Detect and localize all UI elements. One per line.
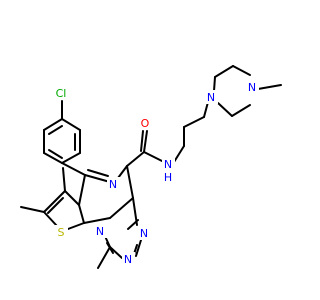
- bond: [43, 118, 63, 131]
- bond: [64, 190, 80, 206]
- bond: [127, 219, 139, 230]
- bond: [135, 239, 142, 257]
- bond: [78, 204, 85, 224]
- triazole-nitrogen-label: N: [96, 225, 104, 238]
- chlorine-label: Cl: [56, 87, 67, 100]
- atom-cl: Cl: [52, 86, 70, 100]
- bond: [126, 151, 145, 167]
- bond: [62, 167, 66, 192]
- bond: [83, 217, 111, 224]
- bond: [43, 190, 66, 213]
- atom-h-amide: H: [162, 170, 175, 184]
- bond: [214, 65, 234, 78]
- atom-n-tri2: N: [138, 226, 151, 240]
- bond: [140, 130, 144, 152]
- bond: [109, 246, 123, 259]
- bond: [143, 151, 163, 162]
- bond: [231, 104, 251, 117]
- atom-n-amide: N: [162, 157, 175, 171]
- atom-label-layer: Cl N O N H N N S: [52, 80, 259, 266]
- bond: [257, 84, 282, 90]
- bond: [43, 211, 58, 227]
- bond: [47, 197, 64, 214]
- sulfur-label: S: [58, 226, 65, 239]
- bond: [109, 197, 134, 219]
- methyl-piperazine-nitrogen-label: N: [248, 81, 256, 94]
- atom-n-pip1: N: [205, 90, 218, 104]
- bond: [78, 174, 86, 206]
- atom-n-tri3: N: [122, 252, 135, 266]
- bond: [126, 165, 134, 199]
- bond-layer: [20, 65, 282, 269]
- atom-n-tri1: N: [94, 224, 107, 238]
- bond: [217, 102, 233, 117]
- bond: [213, 76, 216, 92]
- bond: [203, 101, 209, 118]
- bond: [87, 169, 109, 177]
- bond: [43, 152, 63, 164]
- amide-nitrogen-label: N: [164, 158, 172, 171]
- bond: [61, 152, 81, 164]
- bond: [61, 118, 81, 131]
- bond: [97, 246, 111, 269]
- amide-hydrogen-label: H: [164, 171, 172, 184]
- atom-o-amide: O: [139, 116, 152, 130]
- imine-nitrogen-label: N: [109, 178, 117, 191]
- bond: [117, 165, 128, 179]
- bond: [143, 130, 148, 153]
- bond: [20, 206, 45, 213]
- atom-n-imine: N: [107, 177, 120, 191]
- bond: [61, 162, 86, 176]
- triazole-nitrogen-label: N: [124, 253, 132, 266]
- bond: [183, 116, 205, 128]
- bond: [67, 222, 85, 230]
- bond: [232, 65, 251, 76]
- amide-oxygen-label: O: [141, 117, 150, 130]
- bond: [84, 174, 111, 183]
- atom-n-pip2: N: [246, 80, 259, 94]
- bond: [48, 149, 63, 159]
- bond: [48, 125, 63, 135]
- triazole-nitrogen-label: N: [140, 227, 148, 240]
- piperazine-nitrogen-label: N: [207, 91, 215, 104]
- bond: [173, 145, 185, 163]
- molecule-structure: Cl N O N H N N S: [20, 65, 282, 269]
- atom-s: S: [55, 225, 68, 239]
